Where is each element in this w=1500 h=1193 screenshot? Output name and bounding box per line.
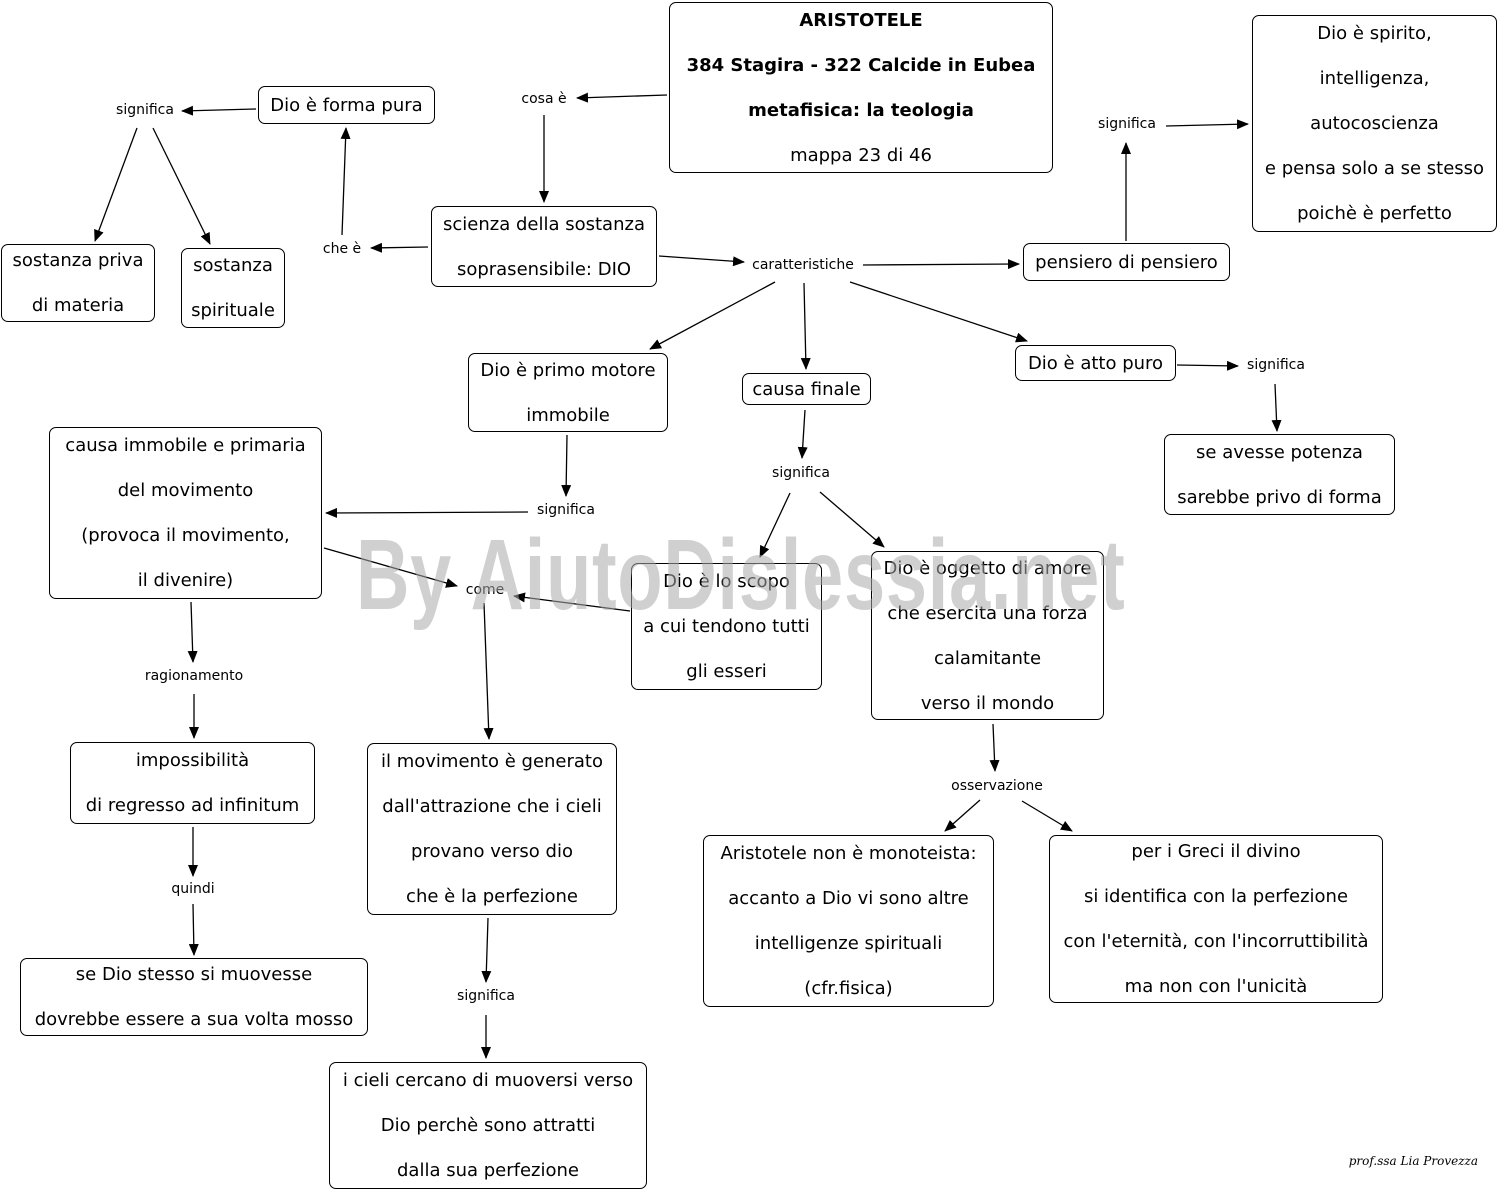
node-cieli-cercano: i cieli cercano di muoversi verso Dio pe… bbox=[329, 1062, 647, 1189]
node-text: scienza della sostanza bbox=[443, 213, 645, 235]
link-label-caratteristiche: caratteristiche bbox=[752, 257, 854, 273]
node-forma-pura: Dio è forma pura bbox=[258, 86, 435, 124]
node-text: intelligenze spirituali bbox=[754, 933, 943, 954]
link-label-significa: significa bbox=[457, 988, 515, 1004]
author-credit: prof.ssa Lia Provezza bbox=[1348, 1154, 1478, 1168]
node-text: con l'eternità, con l'incorruttibilità bbox=[1063, 931, 1369, 952]
link-label-significa: significa bbox=[1247, 357, 1305, 373]
node-text: accanto a Dio vi sono altre bbox=[728, 888, 969, 909]
node-impossibilita-regresso: impossibilità di regresso ad infinitum bbox=[70, 742, 315, 824]
node-text: se Dio stesso si muovesse bbox=[75, 964, 313, 985]
link-label-significa: significa bbox=[1098, 116, 1156, 132]
node-dio-spirito: Dio è spirito, intelligenza, autocoscien… bbox=[1252, 15, 1497, 232]
node-text: i cieli cercano di muoversi verso bbox=[342, 1070, 634, 1091]
node-text: e pensa solo a se stesso bbox=[1264, 158, 1485, 179]
node-text: del movimento bbox=[117, 480, 254, 501]
node-text: a cui tendono tutti bbox=[643, 616, 810, 637]
node-text: sostanza priva bbox=[12, 250, 144, 271]
node-greci-divino: per i Greci il divino si identifica con … bbox=[1049, 835, 1383, 1003]
node-text: (provoca il movimento, bbox=[81, 525, 290, 546]
node-dio-scopo: Dio è lo scopo a cui tendono tutti gli e… bbox=[631, 563, 822, 690]
node-text: pensiero di pensiero bbox=[1035, 251, 1218, 273]
link-label-significa: significa bbox=[116, 102, 174, 118]
node-text: calamitante bbox=[933, 647, 1042, 669]
node-text: causa immobile e primaria bbox=[65, 435, 306, 456]
link-label-cosa-e: cosa è bbox=[521, 91, 567, 107]
node-text: dall'attrazione che i cieli bbox=[382, 796, 602, 817]
title-box: ARISTOTELE 384 Stagira - 322 Calcide in … bbox=[669, 2, 1053, 173]
node-text: autocoscienza bbox=[1310, 113, 1439, 134]
link-label-significa: significa bbox=[537, 502, 595, 518]
node-text: che esercita una forza bbox=[887, 602, 1088, 624]
node-text: il divenire) bbox=[137, 570, 234, 591]
node-text: verso il mondo bbox=[920, 692, 1055, 714]
node-atto-puro: Dio è atto puro bbox=[1015, 345, 1176, 381]
node-text: soprasensibile: DIO bbox=[456, 258, 632, 280]
title-dates: 384 Stagira - 322 Calcide in Eubea bbox=[686, 54, 1036, 76]
node-text: Dio è spirito, bbox=[1317, 23, 1432, 44]
node-text: Dio è atto puro bbox=[1027, 352, 1164, 374]
link-label-come: come bbox=[465, 582, 505, 598]
link-label-che-e: che è bbox=[322, 241, 362, 257]
node-text: dovrebbe essere a sua volta mosso bbox=[34, 1009, 354, 1030]
node-text: ma non con l'unicità bbox=[1124, 976, 1308, 997]
link-label-significa: significa bbox=[772, 465, 830, 481]
node-text: sostanza bbox=[193, 255, 273, 276]
node-text: Dio perchè sono attratti bbox=[380, 1115, 596, 1136]
watermark: By AiutoDislessia.net bbox=[356, 519, 1126, 631]
node-text: il movimento è generato bbox=[380, 751, 603, 772]
node-text: Dio è primo motore bbox=[480, 359, 656, 381]
node-text: se avesse potenza bbox=[1196, 441, 1363, 463]
link-label-ragionamento: ragionamento bbox=[144, 668, 244, 684]
node-text: spirituale bbox=[191, 300, 275, 321]
node-text: poichè è perfetto bbox=[1297, 203, 1452, 224]
node-text: di materia bbox=[31, 295, 125, 316]
node-causa-finale: causa finale bbox=[742, 373, 871, 405]
node-text: impossibilità bbox=[135, 750, 250, 771]
node-sostanza-spirituale: sostanza spirituale bbox=[181, 248, 285, 328]
node-dio-si-muovesse: se Dio stesso si muovesse dovrebbe esser… bbox=[20, 958, 368, 1036]
node-text: di regresso ad infinitum bbox=[85, 795, 300, 816]
node-movimento-generato: il movimento è generato dall'attrazione … bbox=[367, 743, 617, 915]
node-non-monoteista: Aristotele non è monoteista: accanto a D… bbox=[703, 835, 994, 1007]
node-text: Dio è forma pura bbox=[270, 94, 423, 116]
node-text: provano verso dio bbox=[411, 841, 573, 862]
node-text: immobile bbox=[526, 404, 610, 426]
title-topic: metafisica: la teologia bbox=[748, 99, 974, 121]
node-text: Dio è lo scopo bbox=[663, 571, 790, 592]
node-sostanza-priva-materia: sostanza priva di materia bbox=[1, 244, 155, 322]
title-map-number: mappa 23 di 46 bbox=[790, 144, 932, 166]
node-text: (cfr.fisica) bbox=[804, 978, 893, 999]
link-label-osservazione: osservazione bbox=[951, 778, 1043, 794]
link-label-quindi: quindi bbox=[171, 881, 215, 897]
node-causa-immobile: causa immobile e primaria del movimento … bbox=[49, 427, 322, 599]
node-text: Dio è oggetto di amore bbox=[883, 557, 1092, 579]
node-text: intelligenza, bbox=[1319, 68, 1430, 89]
node-primo-motore: Dio è primo motore immobile bbox=[468, 353, 668, 432]
node-text: si identifica con la perfezione bbox=[1083, 886, 1349, 907]
node-text: Aristotele non è monoteista: bbox=[720, 843, 977, 864]
node-text: causa finale bbox=[752, 378, 861, 400]
node-pensiero-di-pensiero: pensiero di pensiero bbox=[1023, 243, 1230, 281]
title-name: ARISTOTELE bbox=[799, 9, 923, 31]
node-avesse-potenza: se avesse potenza sarebbe privo di forma bbox=[1164, 434, 1395, 515]
node-scienza-sostanza: scienza della sostanza soprasensibile: D… bbox=[431, 206, 657, 287]
node-text: gli esseri bbox=[686, 661, 767, 682]
node-text: sarebbe privo di forma bbox=[1177, 486, 1382, 508]
node-text: che è la perfezione bbox=[406, 886, 578, 907]
node-oggetto-amore: Dio è oggetto di amore che esercita una … bbox=[871, 551, 1104, 720]
node-text: dalla sua perfezione bbox=[396, 1160, 579, 1181]
node-text: per i Greci il divino bbox=[1131, 841, 1301, 862]
